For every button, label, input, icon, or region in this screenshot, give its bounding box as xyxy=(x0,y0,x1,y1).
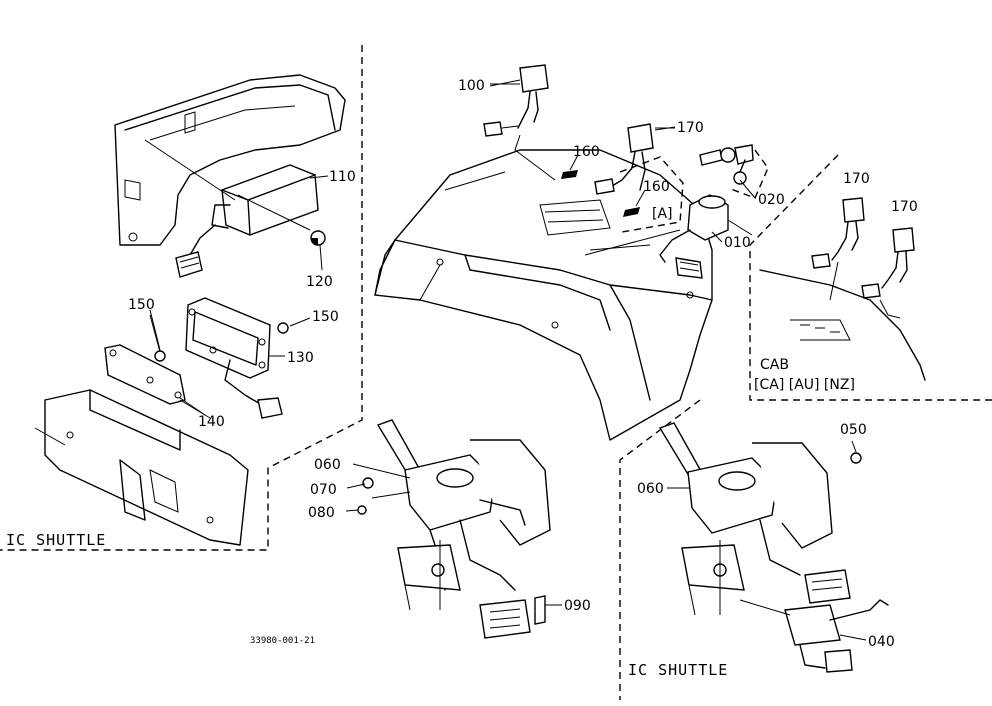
part-label-060-right: 060 xyxy=(637,481,664,497)
part-label-170-cab-left: 170 xyxy=(843,171,870,187)
part-label-070: 070 xyxy=(310,482,337,498)
ic-shuttle-label-right: IC SHUTTLE xyxy=(628,661,728,679)
switch-170-center xyxy=(594,123,676,195)
dash-panel xyxy=(374,149,713,441)
clip-160 xyxy=(561,154,684,233)
cab-regions-label: [CA] [AU] [NZ] xyxy=(754,377,855,393)
part-label-080: 080 xyxy=(308,505,335,521)
drawing-number: 33980-001-21 xyxy=(250,636,315,646)
part-label-010: 010 xyxy=(724,235,751,251)
part-label-150-left: 150 xyxy=(128,297,155,313)
part-label-040: 040 xyxy=(868,634,895,650)
part-label-020: 020 xyxy=(758,192,785,208)
variant-label-a: [A] xyxy=(652,206,673,222)
combination-switch-center xyxy=(357,419,551,639)
switch-170-cab-left xyxy=(811,197,865,301)
mounting-plate xyxy=(34,389,249,546)
combination-switch-right xyxy=(658,422,889,673)
divider-left xyxy=(0,45,363,551)
divider-cab xyxy=(749,154,992,401)
cab-section xyxy=(759,269,926,381)
key-switch-010 xyxy=(584,194,753,279)
relay-unit-110 xyxy=(144,139,326,278)
bracket-140 xyxy=(104,314,206,416)
ic-shuttle-label-left: IC SHUTTLE xyxy=(6,531,106,549)
part-label-130: 130 xyxy=(287,350,314,366)
switch-100 xyxy=(483,64,556,181)
part-label-140: 140 xyxy=(198,414,225,430)
part-label-150-right: 150 xyxy=(312,309,339,325)
part-label-160-upper: 160 xyxy=(573,144,600,160)
keys-020 xyxy=(699,144,769,199)
part-label-120: 120 xyxy=(306,274,333,290)
part-label-060-center: 060 xyxy=(314,457,341,473)
cab-label: CAB xyxy=(760,357,789,373)
part-label-160-lower: 160 xyxy=(643,179,670,195)
controller-130 xyxy=(185,297,289,419)
leader-lines xyxy=(149,83,867,641)
part-label-110: 110 xyxy=(329,169,356,185)
part-label-170-cab-right: 170 xyxy=(891,199,918,215)
fender-panel xyxy=(114,74,346,246)
part-label-170-center: 170 xyxy=(677,120,704,136)
part-label-100: 100 xyxy=(458,78,485,94)
part-label-050: 050 xyxy=(840,422,867,438)
switch-170-cab-right xyxy=(861,227,915,319)
part-label-090: 090 xyxy=(564,598,591,614)
divider-bottom-right xyxy=(619,399,701,700)
